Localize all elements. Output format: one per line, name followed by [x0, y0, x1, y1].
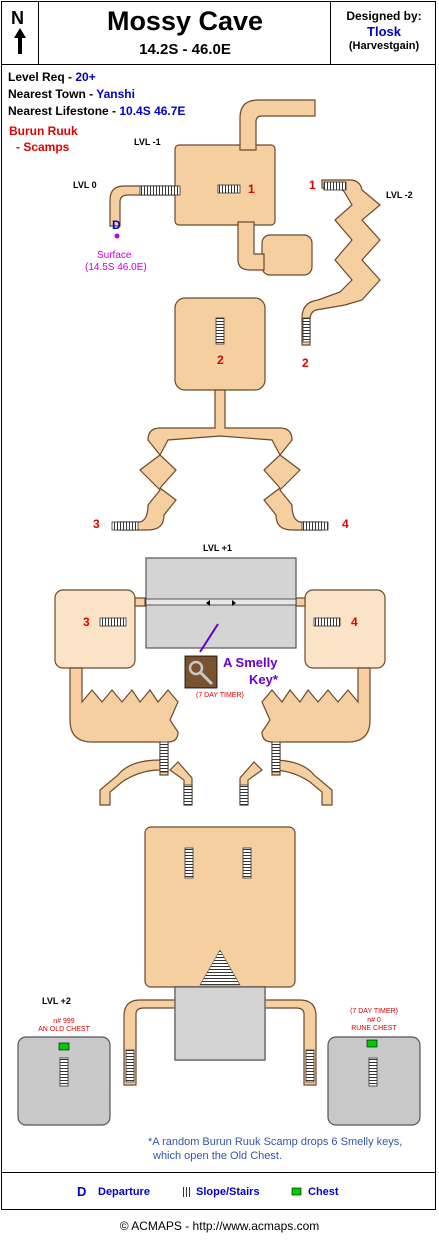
level-req: Level Req - 20+ — [8, 70, 96, 84]
rune-chest-id: n# 0 — [367, 1017, 381, 1024]
lvl-p1-left-branches — [69, 667, 179, 776]
level-req-value: 20+ — [75, 70, 96, 84]
legend-divider — [1, 1172, 436, 1173]
legend-chest-icon — [291, 1187, 302, 1196]
rune-chest-marker — [366, 1039, 378, 1048]
lvl-m1-upper-corridor — [239, 99, 316, 151]
key-timer: (7 DAY TIMER) — [196, 692, 244, 699]
designed-by-label: Designed by: — [346, 9, 422, 23]
departure-marker: D — [112, 218, 121, 232]
lvl-p1-right-room — [304, 589, 386, 669]
stair-marker-4a: 4 — [342, 517, 349, 531]
branching-corridors — [117, 389, 323, 531]
lvl-m1-lower-corridor — [237, 221, 265, 271]
key-name-line1: A Smelly — [223, 655, 278, 670]
nearest-lifestone: Nearest Lifestone - 10.4S 46.7E — [8, 104, 185, 118]
north-arrow-icon — [14, 28, 26, 54]
legend-stairs-label: Slope/Stairs — [196, 1186, 260, 1198]
lvl-p1-right-branches — [261, 667, 371, 776]
nearest-town-value: Yanshi — [96, 87, 135, 101]
stair-marker-3b: 3 — [83, 615, 90, 629]
copyright[interactable]: © ACMAPS - http://www.acmaps.com — [119, 1219, 320, 1233]
monster-type: - Scamps — [16, 140, 70, 154]
map-title: Mossy Cave — [106, 6, 264, 36]
rune-chest-timer: (7 DAY TIMER) — [350, 1008, 398, 1015]
old-chest-marker — [58, 1042, 70, 1051]
lvl-p1-left-room — [54, 589, 136, 669]
level-req-label: Level Req - — [8, 70, 73, 84]
surface-coords: (14.5S 46.0E) — [85, 262, 147, 273]
map-frame — [1, 1, 436, 1210]
level-label-p1: LVL +1 — [203, 543, 232, 553]
legend-stairs-icon — [181, 1187, 191, 1197]
nearest-town-label: Nearest Town - — [8, 87, 94, 101]
level-label-0: LVL 0 — [73, 180, 97, 190]
footnote-line2: which open the Old Chest. — [153, 1150, 283, 1162]
old-chest-name: AN OLD CHEST — [38, 1026, 90, 1033]
designer-name: Tlosk — [367, 24, 401, 39]
lvl-m1-lower-room — [261, 234, 313, 276]
stair-pyramid — [199, 949, 241, 986]
monster-name: Burun Ruuk — [9, 124, 78, 138]
level-label-p2: LVL +2 — [42, 996, 71, 1006]
north-label: N — [11, 8, 24, 28]
lvl-m2-corridor — [301, 179, 381, 346]
header-divider — [1, 64, 436, 65]
key-pointer-line — [199, 623, 219, 653]
nearest-lifestone-value: 10.4S 46.7E — [119, 104, 186, 118]
stair-marker-2b: 2 — [302, 356, 309, 370]
stair-marker-3a: 3 — [93, 517, 100, 531]
level-label-m2: LVL -2 — [386, 190, 413, 200]
legend-departure-letter: D — [77, 1184, 87, 1199]
footnote-line1: *A random Burun Ruuk Scamp drops 6 Smell… — [148, 1136, 403, 1148]
nearest-town: Nearest Town - Yanshi — [8, 87, 135, 101]
stair-marker-1b: 1 — [309, 178, 316, 192]
level-label-m1: LVL -1 — [134, 137, 161, 147]
designer-alias: (Harvestgain) — [348, 40, 420, 52]
designer-divider — [330, 1, 331, 64]
map-coordinates: 14.2S - 46.0E — [139, 41, 231, 58]
stair-marker-2a: 2 — [217, 353, 224, 367]
departure-dot — [114, 233, 120, 239]
surface-label: Surface — [97, 250, 132, 261]
key-name-line2: Key* — [249, 672, 278, 687]
legend-departure-label: Departure — [98, 1186, 150, 1198]
legend-chest-label: Chest — [308, 1186, 339, 1198]
stair-marker-4b: 4 — [351, 615, 358, 629]
compass-divider — [38, 1, 39, 64]
rune-chest-name: RUNE CHEST — [351, 1025, 397, 1032]
stair-marker-1a: 1 — [248, 182, 255, 196]
old-chest-id: n# 999 — [53, 1018, 75, 1025]
nearest-lifestone-label: Nearest Lifestone - — [8, 104, 117, 118]
lvl-p2-grey-area — [174, 986, 266, 1061]
